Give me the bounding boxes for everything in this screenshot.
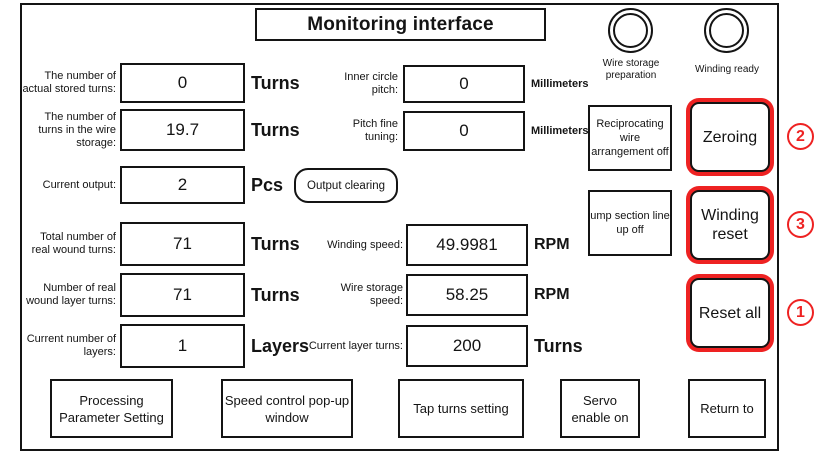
field-label-wire-storage-turns: The number of turns in the wire storage:: [38, 110, 116, 149]
page-title: Monitoring interface: [255, 8, 546, 41]
field-label-current-output: Current output:: [42, 178, 116, 191]
field-value-inner-circle-pitch[interactable]: 0: [403, 65, 525, 103]
field-label-inner-circle-pitch: Inner circle pitch:: [344, 71, 398, 96]
field-value-current-layer-turns[interactable]: 200: [406, 325, 528, 367]
return-to-button[interactable]: Return to: [688, 379, 766, 438]
reciprocating-wire-arrangement-button[interactable]: Reciprocating wire arrangement off: [588, 105, 672, 171]
annotation-badge-1: 1: [787, 299, 814, 326]
field-text: 0: [177, 73, 188, 92]
field-value-real-wound-layer-turns[interactable]: 71: [120, 273, 245, 317]
processing-parameter-setting-button[interactable]: Processing Parameter Setting: [50, 379, 173, 438]
field-unit-current-number-of-layers: Layers: [251, 335, 310, 356]
page-title-label: Monitoring interface: [307, 13, 494, 35]
tap-turns-setting-button[interactable]: Tap turns setting: [398, 379, 524, 438]
jump-section-line-up-button[interactable]: ump section line up off: [588, 190, 672, 256]
field-unit-real-wound-layer-turns: Turns: [251, 284, 300, 305]
field-value-pitch-fine-tuning[interactable]: 0: [403, 111, 525, 151]
reset-all-button[interactable]: Reset all: [690, 278, 770, 348]
zeroing-button[interactable]: Zeroing: [690, 102, 770, 172]
field-label-winding-speed: Winding speed:: [327, 238, 403, 251]
field-unit-inner-circle-pitch: Millimeters: [531, 78, 589, 90]
field-text: 1: [177, 336, 188, 355]
field-label-pitch-fine-tuning: Pitch fine tuning:: [352, 118, 398, 143]
annotation-badge-2: 2: [787, 123, 814, 150]
field-label-real-wound-layer-turns: Number of real wound layer turns:: [26, 282, 116, 307]
field-unit-wire-storage-speed: RPM: [534, 286, 570, 303]
field-label-total-real-wound-turns: Total number of real wound turns:: [31, 231, 116, 256]
field-value-current-output[interactable]: 2: [120, 166, 245, 204]
speed-control-popup-button[interactable]: Speed control pop-up window: [221, 379, 353, 438]
field-text: 0: [459, 121, 469, 140]
field-value-current-number-of-layers[interactable]: 1: [120, 324, 245, 368]
wire-storage-preparation-lamp: [608, 8, 653, 53]
field-label-current-number-of-layers: Current number of layers:: [26, 333, 116, 358]
output-clearing-button[interactable]: Output clearing: [294, 168, 398, 203]
field-unit-wire-storage-turns: Turns: [251, 119, 300, 140]
field-text: 71: [173, 234, 192, 253]
field-text: 2: [177, 175, 188, 194]
field-label-current-layer-turns: Current layer turns:: [308, 339, 403, 352]
field-text: 19.7: [165, 120, 200, 139]
winding-ready-lamp-label: Winding ready: [695, 64, 759, 75]
field-label-wire-storage-speed: Wire storage speed:: [340, 282, 403, 307]
servo-enable-button[interactable]: Servo enable on: [560, 379, 640, 438]
field-label-actual-stored-turns: The number of actual stored turns:: [22, 70, 116, 95]
field-unit-current-output: Pcs: [251, 174, 284, 195]
field-value-winding-speed[interactable]: 49.9981: [406, 224, 528, 266]
field-text: 49.9981: [436, 235, 498, 254]
field-unit-current-layer-turns: Turns: [534, 335, 583, 356]
field-unit-total-real-wound-turns: Turns: [251, 233, 300, 254]
field-text: 200: [452, 336, 482, 355]
field-value-total-real-wound-turns[interactable]: 71: [120, 222, 245, 266]
field-text: 0: [459, 74, 469, 93]
winding-ready-lamp: [704, 8, 749, 53]
field-text: 71: [173, 285, 192, 304]
field-value-wire-storage-speed[interactable]: 58.25: [406, 274, 528, 316]
field-unit-actual-stored-turns: Turns: [251, 72, 300, 93]
wire-storage-preparation-lamp-label: Wire storage preparation: [602, 58, 660, 81]
field-value-actual-stored-turns[interactable]: 0: [120, 63, 245, 103]
field-text: 58.25: [445, 285, 489, 304]
winding-reset-button[interactable]: Winding reset: [690, 190, 770, 260]
annotation-badge-3: 3: [787, 211, 814, 238]
field-value-wire-storage-turns[interactable]: 19.7: [120, 109, 245, 151]
field-unit-pitch-fine-tuning: Millimeters: [531, 125, 589, 137]
field-unit-winding-speed: RPM: [534, 236, 570, 253]
